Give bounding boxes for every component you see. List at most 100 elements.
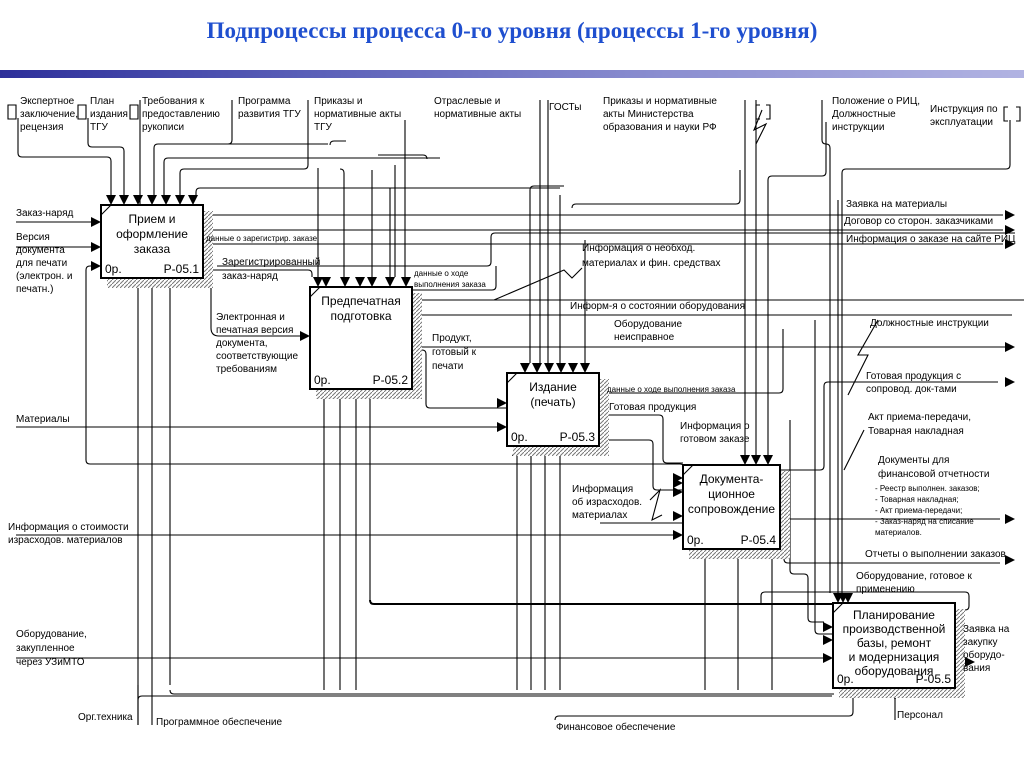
process-box-1 bbox=[100, 204, 204, 279]
arrowhead-down bbox=[119, 195, 129, 205]
arrowhead-down bbox=[401, 277, 411, 287]
title-divider bbox=[0, 70, 1024, 78]
arrow-line bbox=[412, 266, 497, 291]
arrowhead-down bbox=[544, 363, 554, 373]
page-title: Подпроцессы процесса 0-го уровня (процес… bbox=[206, 18, 818, 43]
arrow-line bbox=[339, 168, 345, 277]
process-corner-mark bbox=[309, 286, 321, 298]
input-label-order: Заказ-наряд bbox=[16, 208, 74, 219]
arrow-line bbox=[153, 100, 233, 195]
tunnel-bracket bbox=[766, 104, 771, 120]
arrowhead-right bbox=[91, 217, 101, 227]
process-name: Издание(печать) bbox=[529, 380, 577, 409]
output-label-material-request: Заявка на материалы bbox=[846, 199, 947, 210]
arrowhead-down bbox=[843, 593, 853, 603]
tunnel-bracket bbox=[7, 104, 12, 120]
arrowhead-right bbox=[823, 635, 833, 645]
arrow-line bbox=[179, 100, 309, 195]
arrowhead-down bbox=[106, 195, 116, 205]
arrowhead-down bbox=[385, 277, 395, 287]
arrowhead-right bbox=[1005, 210, 1015, 220]
arrowhead-down bbox=[161, 195, 171, 205]
arrowhead-right bbox=[673, 473, 683, 483]
arrow-line bbox=[17, 118, 112, 196]
arrow-line bbox=[599, 414, 683, 464]
process-corner-mark bbox=[506, 372, 518, 384]
process-id: Р-05.3 bbox=[560, 430, 596, 444]
label-progress-data-2: данные о ходе выполнения заказа bbox=[607, 385, 736, 394]
arrowhead-right bbox=[1005, 377, 1015, 387]
arrowhead-down bbox=[355, 277, 365, 287]
mechanism-label-finance: Финансовое обеспечение bbox=[556, 721, 676, 733]
arrowhead-down bbox=[321, 277, 331, 287]
arrowhead-down bbox=[133, 195, 143, 205]
arrow-line bbox=[841, 120, 1011, 593]
arrowhead-right bbox=[823, 622, 833, 632]
tunnel-bracket bbox=[12, 104, 17, 120]
process-cost: 0р. bbox=[837, 672, 854, 686]
output-label-act: Акт приема-передачи,Товарная накладная bbox=[868, 412, 971, 437]
arrowhead-right bbox=[823, 653, 833, 663]
input-label-materials: Материалы bbox=[16, 414, 70, 425]
process-cost: 0р. bbox=[314, 373, 331, 387]
process-box-4 bbox=[682, 464, 781, 550]
arrowhead-down bbox=[188, 195, 198, 205]
arrowhead-right bbox=[1005, 239, 1015, 249]
arrowhead-right bbox=[1005, 225, 1015, 235]
arrowhead-right bbox=[1005, 514, 1015, 524]
arrowhead-down bbox=[751, 455, 761, 465]
arrow-line bbox=[599, 329, 784, 394]
arrowhead-right bbox=[673, 487, 683, 497]
output-fin-docs-item: - Акт приема-передачи; bbox=[875, 506, 962, 515]
arrow-line bbox=[378, 154, 428, 160]
arrow-line bbox=[760, 591, 970, 611]
arrowhead-right bbox=[1005, 555, 1015, 565]
output-fin-docs-item: - Заказ-наряд на списание bbox=[875, 517, 974, 526]
arrowhead-down bbox=[340, 277, 350, 287]
arrow-line bbox=[169, 689, 834, 695]
process-id: Р-05.4 bbox=[741, 533, 777, 547]
output-label-reports: Отчеты о выполнении заказов bbox=[865, 549, 1006, 560]
arrow-line bbox=[649, 488, 663, 522]
process-box-3 bbox=[506, 372, 600, 447]
control-label-gost: ГОСТы bbox=[549, 102, 581, 113]
tunnel-bracket bbox=[1003, 106, 1008, 122]
arrow-line bbox=[529, 185, 564, 363]
mechanism-label-org-tech: Орг.техника bbox=[78, 712, 133, 723]
output-fin-docs-item: - Товарная накладная; bbox=[875, 495, 959, 504]
output-label-job-descriptions: Должностные инструкции bbox=[870, 318, 989, 329]
tunnel-bracket bbox=[134, 104, 139, 120]
arrowhead-right bbox=[673, 511, 683, 521]
arrowhead-down bbox=[580, 363, 590, 373]
arrowhead-down bbox=[568, 363, 578, 373]
arrowhead-down bbox=[175, 195, 185, 205]
process-cost: 0р. bbox=[511, 430, 528, 444]
arrowhead-right bbox=[1005, 342, 1015, 352]
arrow-line bbox=[228, 140, 346, 146]
arrowhead-right bbox=[497, 398, 507, 408]
arrowhead-right bbox=[965, 657, 975, 667]
arrow-line bbox=[847, 319, 879, 396]
arrow-line bbox=[163, 157, 440, 195]
arrowhead-down bbox=[520, 363, 530, 373]
process-corner-mark bbox=[832, 602, 844, 614]
arrowhead-right bbox=[673, 530, 683, 540]
tunnel-bracket bbox=[129, 104, 134, 120]
process-corner-mark bbox=[100, 204, 112, 216]
arrowhead-right bbox=[497, 422, 507, 432]
